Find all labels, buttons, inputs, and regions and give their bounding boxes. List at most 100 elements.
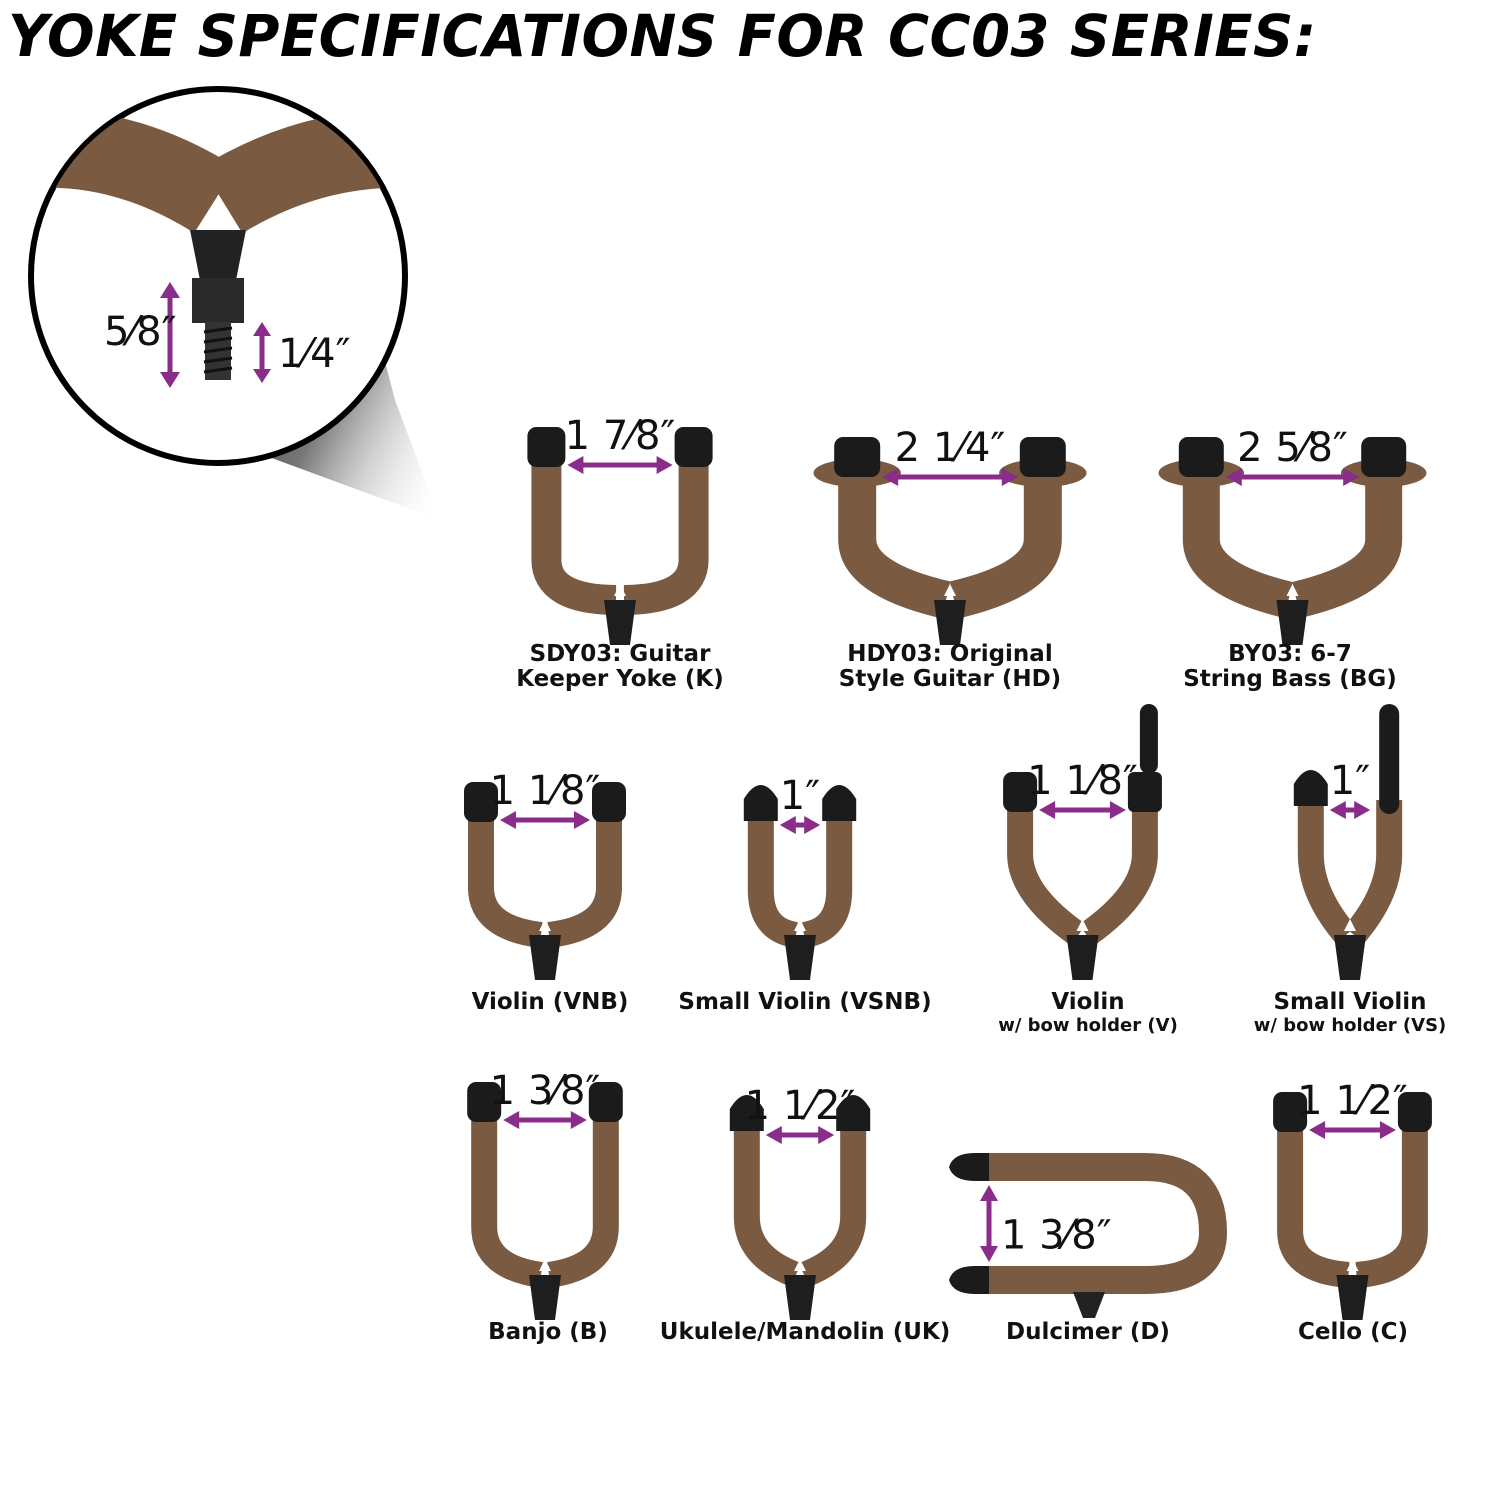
yoke-label: Ukulele/Mandolin (UK) [605, 1320, 1005, 1345]
zoom-circle [28, 86, 408, 466]
yoke-tube [975, 1153, 1228, 1294]
measure-arrow [882, 468, 1018, 486]
yoke-cap-left [464, 782, 498, 822]
yoke-label-line: Ukulele/Mandolin (UK) [659, 1319, 951, 1345]
yoke-label-line: SDY03: Guitar [529, 641, 711, 667]
yoke-cap-right [1127, 772, 1162, 812]
yoke-mount [604, 600, 636, 645]
zoom-collar [192, 278, 244, 323]
measure-label: 1 1⁄8″ [1027, 758, 1138, 804]
yoke-label-line: String Bass (BG) [1183, 666, 1397, 692]
yoke-mount [529, 1275, 561, 1320]
measure-arrow [1225, 468, 1360, 486]
yoke-item: 1″ [1280, 700, 1420, 980]
yoke-cap-left [834, 437, 881, 477]
measure-label: 1 1⁄8″ [490, 768, 601, 814]
measure-arrow [980, 1185, 998, 1262]
yoke-illustration: 1 3⁄8″ [467, 1068, 623, 1320]
yoke-illustration: 1 7⁄8″ [527, 413, 713, 645]
yoke-cap-left [1293, 770, 1328, 806]
yoke-item: 1 1⁄2″ [1255, 1078, 1450, 1320]
yoke-item: 1 3⁄8″ [945, 1145, 1228, 1320]
yoke-tube [838, 465, 1062, 619]
page-title: YOKE SPECIFICATIONS FOR CC03 SERIES: [8, 2, 1317, 70]
yoke-mount [1336, 1275, 1369, 1320]
measure-label: 1 7⁄8″ [565, 413, 676, 459]
measure-label: 2 5⁄8″ [1237, 425, 1348, 471]
yoke-label-line: Violin (VNB) [471, 989, 629, 1015]
yoke-cap-left [729, 1095, 764, 1131]
yoke-cap-left [527, 427, 566, 467]
yoke-illustration: 1″ [743, 773, 857, 980]
yoke-label: Dulcimer (D) [888, 1320, 1288, 1345]
yoke-tube [471, 1110, 619, 1288]
yoke-mount [1334, 935, 1366, 980]
yoke-label-line: Banjo (B) [488, 1319, 608, 1345]
yoke-item: 1 3⁄8″ [450, 1068, 640, 1320]
yoke-label: Cello (C) [1153, 1320, 1500, 1345]
yoke-label-line: Keeper Yoke (K) [516, 666, 724, 692]
yoke-cap-left [743, 785, 778, 821]
yoke-cap-left [467, 1082, 502, 1122]
yoke-tube [733, 1125, 867, 1288]
yoke-mount [1276, 600, 1309, 645]
yoke-mount [934, 600, 966, 645]
yoke-label-line: Violin [1051, 989, 1125, 1015]
measure-label: 1 3⁄8″ [490, 1068, 601, 1114]
yoke-label-line: Style Guitar (HD) [838, 666, 1062, 692]
yoke-label-line: Cello (C) [1298, 1319, 1408, 1345]
thread-length-label: 1⁄4″ [278, 331, 351, 377]
yoke-tube [1277, 1120, 1428, 1288]
yoke-label-sub: w/ bow holder (V) [998, 1015, 1178, 1036]
yoke-mount [529, 935, 561, 980]
yoke-label: Banjo (B) [348, 1320, 748, 1345]
yoke-illustration: 2 5⁄8″ [1158, 425, 1427, 645]
yoke-cap-right [674, 427, 713, 467]
yoke-illustration: 1 1⁄2″ [729, 1083, 871, 1320]
yoke-illustration: 1 1⁄2″ [1273, 1078, 1432, 1320]
yoke-cap-left [1178, 437, 1224, 477]
yoke-tube [1182, 465, 1403, 618]
yoke-item: 2 1⁄4″ [805, 410, 1095, 645]
yoke-item: 1 7⁄8″ [505, 413, 735, 645]
measure-label: 1 3⁄8″ [1001, 1213, 1112, 1259]
yoke-label-line: Dulcimer (D) [1006, 1319, 1170, 1345]
yoke-label-line: Small Violin (VSNB) [678, 989, 932, 1015]
yoke-tube [747, 815, 853, 948]
yoke-label-line: HDY03: Original [847, 641, 1053, 667]
zoom-tube-left [33, 109, 236, 234]
measure-arrow [1039, 801, 1126, 819]
yoke-illustration: 1 3⁄8″ [949, 1153, 1228, 1318]
measure-label: 2 1⁄4″ [895, 425, 1006, 471]
measure-label: 1″ [780, 773, 820, 819]
zoom-tube-right [201, 109, 403, 234]
yoke-cap-right [592, 782, 626, 822]
yoke-cap-right [822, 785, 857, 821]
yoke-cap-right [588, 1082, 623, 1122]
yoke-label: Small Violin (VSNB) [605, 990, 1005, 1015]
measure-arrow [1309, 1121, 1396, 1139]
yoke-cap-right [949, 1266, 989, 1294]
yoke-label-line: Small Violin [1273, 989, 1427, 1015]
thread-height-label: 5⁄8″ [104, 309, 177, 355]
yoke-illustration: 1 1⁄8″ [464, 768, 626, 980]
yoke-cap-left [1273, 1092, 1308, 1132]
yoke-mount [1066, 935, 1099, 980]
yoke-illustration: 2 1⁄4″ [813, 425, 1087, 645]
yoke-item: 1″ [730, 773, 870, 980]
yoke-mount [784, 1275, 816, 1320]
yoke-label-sub: w/ bow holder (VS) [1253, 1015, 1447, 1036]
yoke-label: Violin (VNB) [350, 990, 750, 1015]
bow-holder [1379, 704, 1400, 814]
bow-holder [1139, 704, 1158, 774]
measure-arrow [1329, 801, 1371, 819]
zoom-cone-nut [190, 230, 246, 280]
zoom-shadow-cone [250, 150, 440, 520]
zoom-thread [205, 322, 231, 380]
yoke-tube [468, 810, 622, 948]
yoke-cap-right [1397, 1092, 1432, 1132]
